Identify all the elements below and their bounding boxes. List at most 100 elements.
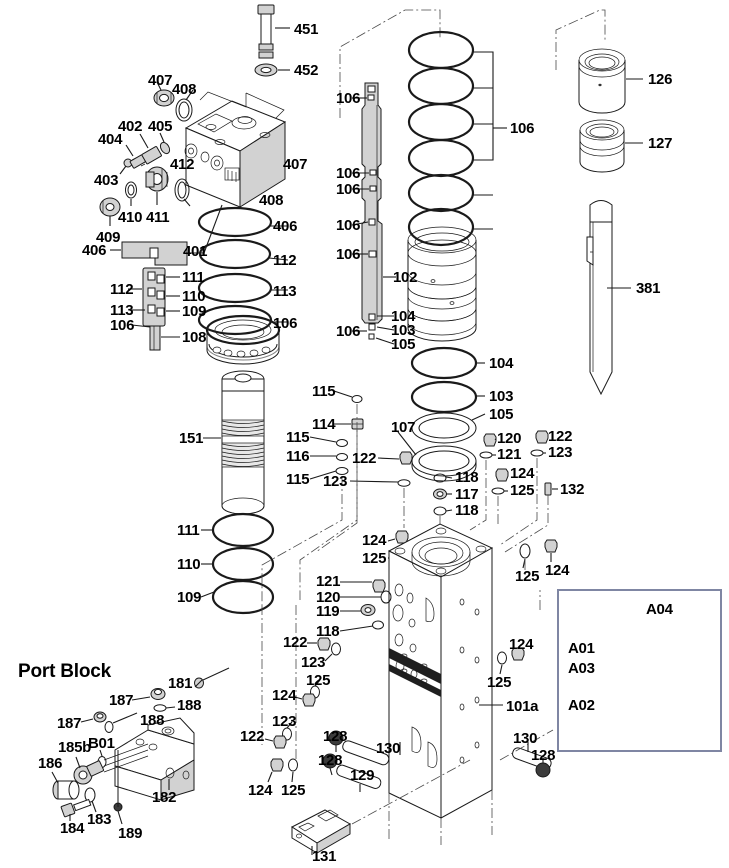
part-410-oring-small bbox=[125, 181, 137, 206]
part-402-valve-stem bbox=[139, 133, 162, 165]
callout-109-piston: 109 bbox=[177, 589, 202, 606]
callout-409: 409 bbox=[96, 229, 121, 246]
callout-410: 410 bbox=[118, 209, 143, 226]
callout-105-seal: 105 bbox=[489, 406, 514, 423]
callout-115-c: 115 bbox=[286, 471, 310, 488]
hardware-lower-right bbox=[497, 647, 525, 675]
callout-106-rod-2: 106 bbox=[336, 165, 361, 182]
callout-118-b: 118 bbox=[455, 502, 479, 519]
callout-128-a: 128 bbox=[323, 728, 348, 745]
part-187-plug-upper bbox=[131, 688, 166, 701]
part-129-pin-left bbox=[328, 730, 401, 766]
callout-116: 116 bbox=[286, 448, 310, 465]
callout-404: 404 bbox=[98, 131, 123, 148]
part-186-cap bbox=[51, 771, 80, 800]
callout-189: 189 bbox=[118, 825, 143, 842]
callout-106-stack: 106 bbox=[110, 317, 135, 334]
callout-106-rod-1: 106 bbox=[336, 90, 361, 107]
part-452-washer bbox=[254, 63, 290, 77]
part-129-pin-left2 bbox=[322, 753, 382, 792]
callout-124-low2: 124 bbox=[248, 782, 273, 799]
callout-405: 405 bbox=[148, 118, 173, 135]
callout-113-ring: 113 bbox=[273, 283, 297, 300]
callout-151: 151 bbox=[179, 430, 204, 447]
callout-A01: A01 bbox=[568, 640, 595, 657]
callout-107: 107 bbox=[391, 419, 416, 436]
callout-125-rm: 125 bbox=[515, 568, 540, 585]
callout-102: 102 bbox=[393, 269, 418, 286]
callout-111-piston: 111 bbox=[177, 522, 200, 539]
part-187-plug-lower bbox=[80, 711, 107, 723]
part-102-cylinder bbox=[407, 226, 477, 342]
part-101a-main-body bbox=[387, 523, 503, 819]
callout-186: 186 bbox=[38, 755, 63, 772]
callout-188-b: 188 bbox=[140, 712, 165, 729]
callout-184: 184 bbox=[60, 820, 85, 837]
callout-406-ring: 406 bbox=[273, 218, 298, 235]
callout-131: 131 bbox=[312, 848, 337, 865]
callout-125-lm: 125 bbox=[362, 550, 387, 567]
oring-group-center bbox=[397, 346, 486, 482]
callout-101a: 101a bbox=[506, 698, 539, 715]
part-401-valve-head bbox=[181, 91, 287, 254]
callout-185b: 185b bbox=[58, 739, 91, 756]
callout-103-seal: 103 bbox=[489, 388, 514, 405]
callout-123-low: 123 bbox=[301, 654, 326, 671]
part-117-plug bbox=[433, 488, 452, 500]
callout-129: 129 bbox=[350, 767, 375, 784]
callout-105-rod: 105 bbox=[391, 336, 416, 353]
callout-112-stack: 112 bbox=[110, 281, 134, 298]
callout-125-rlow: 125 bbox=[487, 674, 512, 691]
callout-132: 132 bbox=[560, 481, 585, 498]
callout-106-ring: 106 bbox=[273, 315, 298, 332]
oring-group-left bbox=[197, 206, 289, 336]
part-131-wedge bbox=[290, 809, 352, 855]
callout-401: 401 bbox=[183, 243, 208, 260]
part-130-pin-right bbox=[512, 742, 552, 778]
part-409-plug-lower bbox=[99, 197, 121, 226]
part-102-valve-rod bbox=[351, 82, 396, 345]
callout-408-upper: 408 bbox=[172, 81, 197, 98]
callout-122-mid: 122 bbox=[352, 450, 377, 467]
callout-402: 402 bbox=[118, 118, 143, 135]
callout-123-r: 123 bbox=[548, 444, 573, 461]
callout-106-rod-4: 106 bbox=[336, 217, 361, 234]
callout-403: 403 bbox=[94, 172, 119, 189]
callout-125-low: 125 bbox=[306, 672, 331, 689]
callout-407-right: 407 bbox=[283, 156, 308, 173]
part-108-seal-stack bbox=[128, 267, 180, 351]
callout-108: 108 bbox=[182, 329, 207, 346]
callout-120-mid: 120 bbox=[497, 430, 522, 447]
part-132-pin bbox=[544, 482, 558, 496]
callout-406-plate: 406 bbox=[82, 242, 107, 259]
callout-111-stack: 111 bbox=[182, 269, 205, 286]
part-408-oring-upper bbox=[175, 89, 194, 122]
part-127-bushing bbox=[579, 119, 643, 173]
callout-104-seal: 104 bbox=[489, 355, 514, 372]
port-block-assembly bbox=[51, 667, 230, 825]
part-126-bushing bbox=[578, 48, 643, 114]
callout-181: 181 bbox=[168, 675, 193, 692]
part-411-fitting bbox=[145, 166, 169, 205]
hardware-lower-left bbox=[264, 579, 392, 783]
hardware-mid-left bbox=[309, 390, 413, 487]
callout-106-rod-5: 106 bbox=[336, 246, 361, 263]
callout-114: 114 bbox=[312, 416, 336, 433]
callout-112-ring: 112 bbox=[273, 252, 297, 269]
part-114-plug bbox=[334, 418, 364, 430]
callout-125-mid: 125 bbox=[510, 482, 535, 499]
callout-408-right: 408 bbox=[259, 192, 284, 209]
callout-120-low: 120 bbox=[316, 589, 341, 606]
callout-187-a: 187 bbox=[109, 692, 134, 709]
callout-124-lm: 124 bbox=[362, 532, 387, 549]
part-108-piston-seal-kit bbox=[205, 314, 281, 365]
callout-104-rod: 104 bbox=[391, 308, 416, 325]
callout-106-rod-3: 106 bbox=[336, 181, 361, 198]
callout-113-stack: 113 bbox=[110, 302, 134, 319]
hardware-mid-right bbox=[479, 430, 558, 496]
callout-A03: A03 bbox=[568, 660, 595, 677]
callout-128-b: 128 bbox=[318, 752, 343, 769]
callout-122-low2: 122 bbox=[240, 728, 265, 745]
callout-A02: A02 bbox=[568, 697, 595, 714]
callout-412: 412 bbox=[170, 156, 195, 173]
